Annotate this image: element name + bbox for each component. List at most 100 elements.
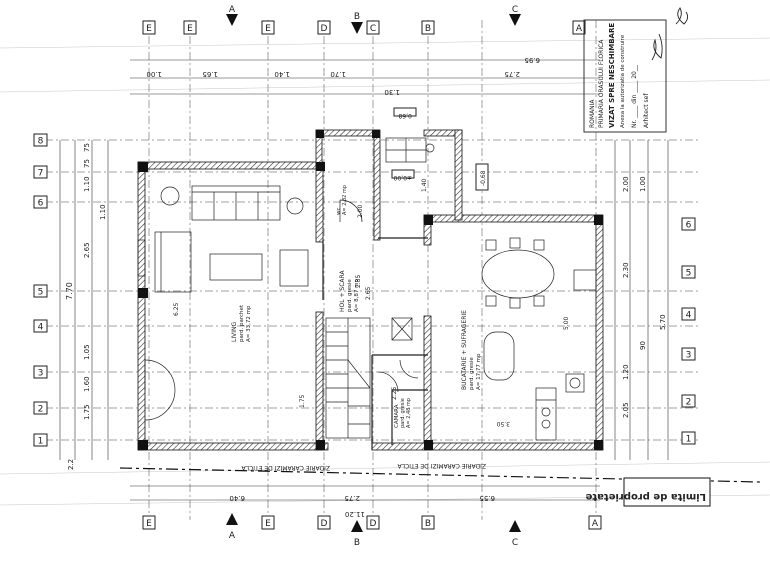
svg-text:B: B (354, 538, 360, 548)
svg-text:5.00: 5.00 (563, 316, 570, 330)
svg-text:B: B (425, 24, 431, 34)
doors (144, 199, 419, 421)
svg-text:ZIDARIE CARAMIZI DE ETICLA: ZIDARIE CARAMIZI DE ETICLA (241, 464, 330, 471)
svg-text:2: 2 (686, 398, 692, 408)
svg-text:75: 75 (83, 159, 91, 168)
grid-bubble-right: 6 (681, 217, 696, 231)
grid-bubble-top: E (142, 20, 156, 35)
grid-bubble-left: 7 (33, 165, 48, 179)
svg-text:6: 6 (686, 221, 692, 231)
grid-numbers-left: 8 7 6 5 4 3 2 1 (33, 133, 48, 447)
svg-text:E: E (146, 519, 152, 529)
section-marker-b-bottom: B (351, 520, 363, 548)
svg-text:5.70: 5.70 (659, 314, 667, 330)
section-marker-a-top: A (226, 5, 238, 26)
grid-bubble-left: 2 (33, 401, 48, 415)
svg-text:D: D (321, 519, 328, 529)
grid-bubble-left: 5 (33, 284, 48, 298)
grid-bubble-bottom: E (142, 515, 156, 530)
svg-text:Nr. ____ din ____ 20__: Nr. ____ din ____ 20__ (631, 64, 638, 128)
grid-bubble-bottom: B (421, 515, 435, 530)
svg-text:3: 3 (686, 351, 692, 361)
svg-text:LIVING: LIVING (231, 322, 238, 342)
grid-bubble-top: A (572, 20, 586, 35)
section-marker-a-bottom: A (226, 513, 238, 541)
svg-text:1.10: 1.10 (83, 176, 91, 192)
svg-text:2.65: 2.65 (83, 242, 91, 258)
partitions (322, 237, 428, 450)
plant-2 (286, 197, 304, 215)
svg-text:E: E (187, 24, 193, 34)
svg-text:90: 90 (639, 341, 647, 350)
svg-text:1.65: 1.65 (202, 70, 218, 78)
grid-bubble-top: D (317, 20, 331, 35)
section-marker-c-bottom: C (509, 520, 521, 548)
svg-text:6.95: 6.95 (524, 56, 540, 64)
bottom-dimensions: 6.40 2.75 6.55 11.20 (229, 494, 495, 518)
svg-text:C: C (512, 5, 518, 15)
svg-text:7: 7 (38, 169, 44, 179)
svg-text:5: 5 (38, 288, 44, 298)
grid-bubble-top: C (366, 20, 380, 35)
level-marker: -0,68 (475, 163, 489, 191)
svg-text:8: 8 (38, 137, 44, 147)
svg-text:1.60: 1.60 (83, 376, 91, 392)
grid-bubble-top: B (421, 20, 435, 35)
svg-text:4: 4 (686, 311, 692, 321)
grid-bubble-left: 3 (33, 365, 48, 379)
interior-dimensions: 2.35 2.65 6.25 1.75 5.00 3.50 2.25 1.40 … (173, 178, 570, 427)
svg-text:pard. gresie: pard. gresie (469, 357, 475, 390)
grid-bubble-bottom: E (261, 515, 275, 530)
svg-text:CAMARA: CAMARA (394, 404, 400, 428)
svg-text:Limita de proprietate: Limita de proprietate (585, 491, 706, 502)
svg-text:E: E (265, 519, 271, 529)
svg-text:Anexa la autorizatia de constr: Anexa la autorizatia de construire (620, 34, 626, 128)
svg-text:VIZAT SPRE NESCHIMBARE: VIZAT SPRE NESCHIMBARE (608, 23, 616, 128)
grid-bubble-left: 6 (33, 195, 48, 209)
svg-text:D: D (321, 24, 328, 34)
svg-text:2.00: 2.00 (357, 204, 364, 218)
notes: ZIDARIE CARAMIZI DE ETICLA ZIDARIE CARAM… (241, 107, 486, 471)
svg-text:ZIDARIE CARAMIZI DE ETICLA: ZIDARIE CARAMIZI DE ETICLA (397, 462, 486, 469)
svg-text:C: C (370, 24, 376, 34)
kitchen-counter (535, 387, 557, 441)
svg-text:2.2: 2.2 (67, 459, 75, 470)
svg-text:5: 5 (686, 269, 692, 279)
svg-text:1.75: 1.75 (299, 394, 306, 408)
svg-text:-0,68: -0,68 (480, 170, 487, 186)
svg-text:pard. gresie: pard. gresie (400, 398, 406, 428)
grid-bubble-right: 4 (681, 307, 696, 321)
dining-table (481, 249, 555, 299)
svg-text:2.35: 2.35 (355, 274, 362, 288)
grid-bubble-left: 8 (33, 133, 48, 147)
svg-text:11.20: 11.20 (345, 510, 365, 518)
svg-text:4: 4 (38, 323, 44, 333)
svg-text:PRIMARIA ORASULUI FLORICA: PRIMARIA ORASULUI FLORICA (598, 39, 605, 128)
svg-text:2.30: 2.30 (622, 262, 630, 278)
svg-text:Arhitect sef: Arhitect sef (643, 93, 650, 128)
svg-text:BUCATARIE + SUFRAGERIE: BUCATARIE + SUFRAGERIE (461, 310, 468, 390)
svg-text:A: A (229, 5, 236, 15)
svg-text:E: E (146, 24, 152, 34)
level-mid-tag: ±0,00 (391, 169, 415, 181)
svg-text:1.40: 1.40 (274, 70, 290, 78)
section-marker-b-top: B (351, 12, 363, 34)
room-wc: wc A= 2,82 mp (336, 185, 348, 215)
armchair (279, 249, 309, 287)
svg-text:A: A (592, 519, 599, 529)
walls (137, 129, 604, 451)
grid-bubble-bottom: A (588, 515, 602, 530)
room-living: LIVING pard. parchet A= 33,72 mp (231, 304, 252, 342)
level-top-tag: -0,68 (393, 107, 417, 119)
svg-text:3.50: 3.50 (496, 420, 510, 427)
grid-letters-bottom: E A E D B D B C A (142, 513, 602, 548)
svg-text:±0,00: ±0,00 (393, 174, 412, 181)
approval-stamp: ROMANIA PRIMARIA ORASULUI FLORICA VIZAT … (583, 7, 689, 133)
svg-text:2.25: 2.25 (391, 386, 398, 400)
svg-text:2.00: 2.00 (622, 176, 630, 192)
grid-bubble-right: 1 (681, 431, 696, 445)
room-bucatarie: BUCATARIE + SUFRAGERIE pard. gresie A= 1… (461, 310, 482, 390)
svg-text:pard. gresie: pard. gresie (347, 279, 353, 312)
svg-text:B: B (354, 12, 360, 22)
